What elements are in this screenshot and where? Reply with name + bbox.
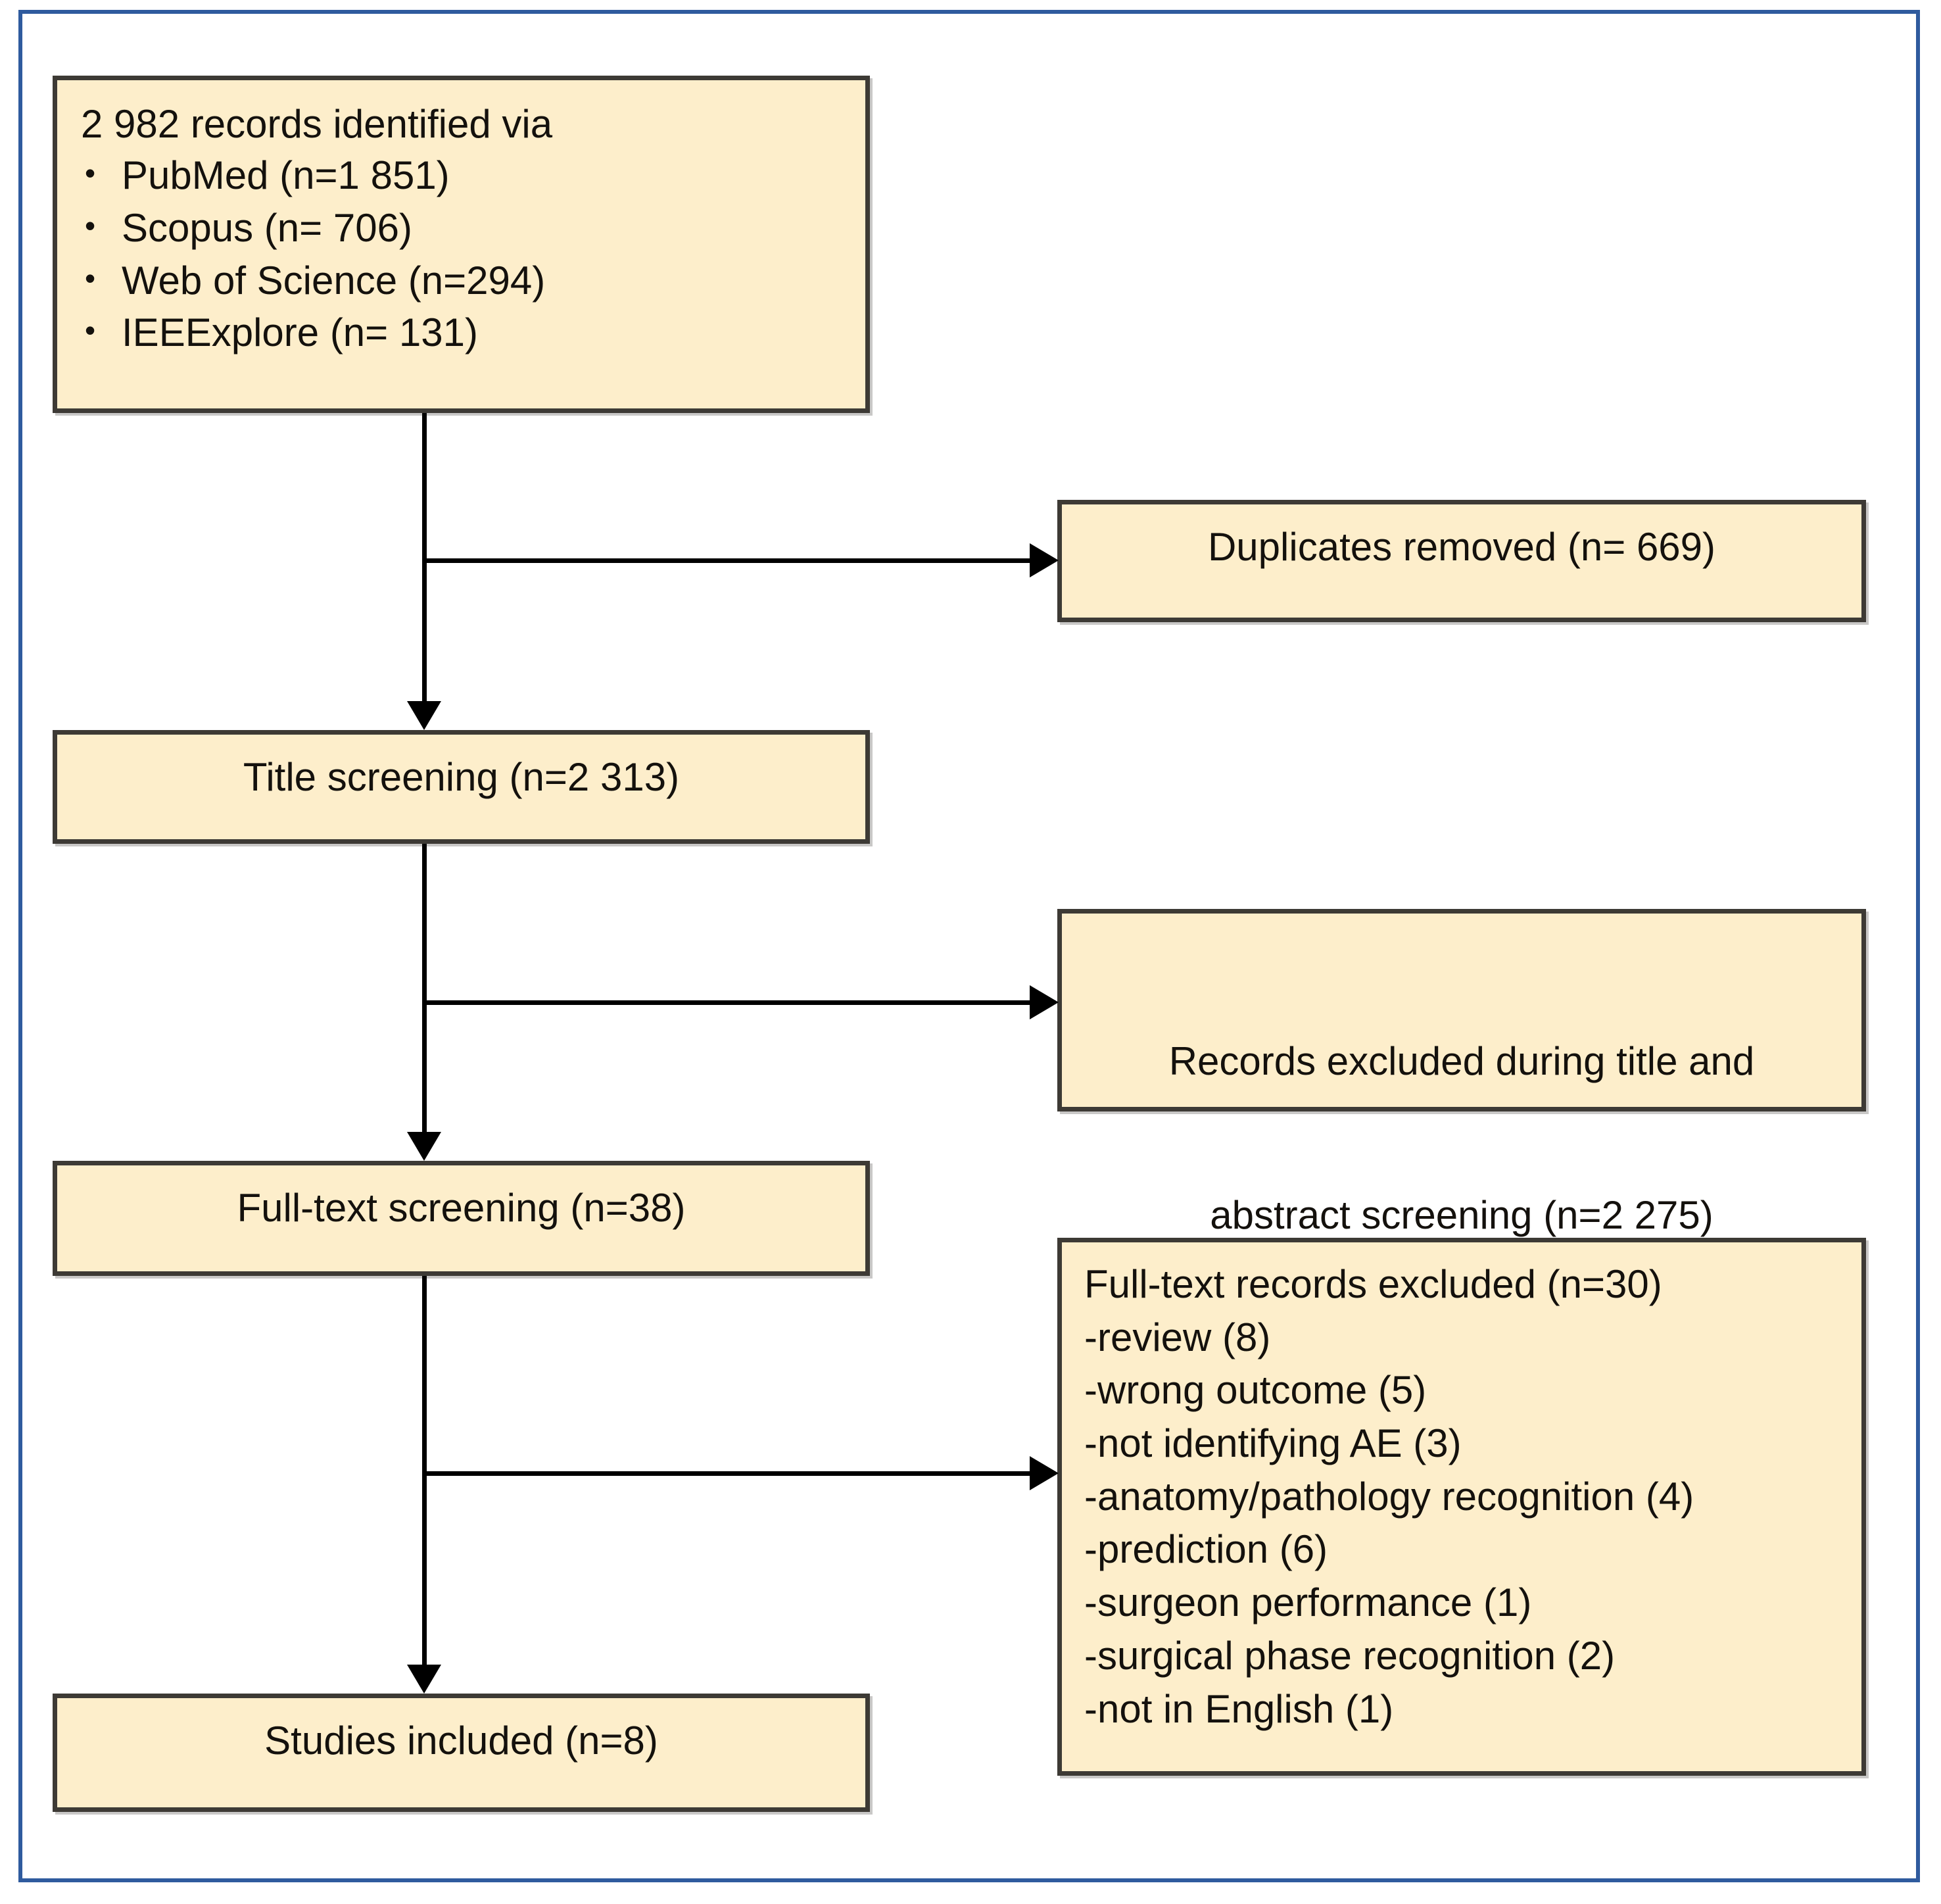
box-studies-included: Studies included (n=8): [53, 1694, 870, 1812]
records-identified-heading: 2 982 records identified via: [81, 102, 553, 146]
list-item-web-of-science: Web of Science (n=294): [85, 255, 545, 307]
reason-not-identifying-ae: -not identifying AE (3): [1084, 1421, 1462, 1466]
fulltext-excluded-list: Full-text records excluded (n=30) -revie…: [1084, 1258, 1694, 1736]
box-title-screening: Title screening (n=2 313): [53, 730, 870, 844]
duplicates-removed-text: Duplicates removed (n= 669): [1207, 525, 1716, 569]
reason-surgeon-performance: -surgeon performance (1): [1084, 1580, 1532, 1625]
list-item-ieeexplore: IEEExplore (n= 131): [85, 306, 545, 359]
reason-review: -review (8): [1084, 1315, 1271, 1359]
title-screening-text: Title screening (n=2 313): [243, 755, 680, 799]
diagram-outer-frame: [18, 10, 1920, 1882]
list-item-scopus: Scopus (n= 706): [85, 202, 545, 255]
reason-surgical-phase-recognition: -surgical phase recognition (2): [1084, 1633, 1616, 1678]
fulltext-excluded-heading: Full-text records excluded (n=30): [1084, 1262, 1662, 1306]
box-records-excluded-title-abstract: Records excluded during title and abstra…: [1057, 909, 1866, 1237]
connector-to-duplicates-removed: [422, 558, 1034, 563]
reason-anatomy-pathology-recognition: -anatomy/pathology recognition (4): [1084, 1474, 1694, 1519]
box-fulltext-screening: Full-text screening (n=38): [53, 1161, 870, 1276]
arrowhead-to-studies-included: [407, 1665, 441, 1694]
connector-fulltext-to-studies-included: [422, 1276, 427, 1665]
fulltext-screening-text: Full-text screening (n=38): [237, 1186, 686, 1230]
records-excluded-line-1: Records excluded during title and: [1168, 1039, 1755, 1083]
arrowhead-to-title-screening: [407, 701, 441, 730]
arrowhead-to-records-excluded: [1030, 985, 1059, 1019]
arrowhead-to-fulltext-screening: [407, 1132, 441, 1161]
box-duplicates-removed: Duplicates removed (n= 669): [1057, 500, 1866, 622]
box-records-identified: 2 982 records identified via PubMed (n=1…: [53, 76, 870, 413]
records-excluded-text-block: Records excluded during title and abstra…: [1169, 914, 1755, 1344]
list-item-pubmed: PubMed (n=1 851): [85, 149, 545, 202]
box-fulltext-records-excluded: Full-text records excluded (n=30) -revie…: [1057, 1238, 1866, 1776]
records-excluded-line-2: abstract screening (n=2 275): [1210, 1193, 1713, 1237]
connector-title-to-fulltext-screening: [422, 844, 427, 1132]
studies-included-text: Studies included (n=8): [264, 1719, 658, 1763]
reason-not-in-english: -not in English (1): [1084, 1686, 1394, 1731]
connector-identified-to-title-screening: [422, 413, 427, 701]
arrowhead-to-fulltext-excluded: [1030, 1456, 1059, 1490]
arrowhead-to-duplicates-removed: [1030, 543, 1059, 577]
reason-wrong-outcome: -wrong outcome (5): [1084, 1368, 1427, 1413]
connector-to-records-excluded: [422, 1000, 1034, 1005]
records-identified-source-list: PubMed (n=1 851) Scopus (n= 706) Web of …: [81, 149, 545, 359]
reason-prediction: -prediction (6): [1084, 1527, 1328, 1572]
connector-to-fulltext-excluded: [422, 1471, 1034, 1476]
